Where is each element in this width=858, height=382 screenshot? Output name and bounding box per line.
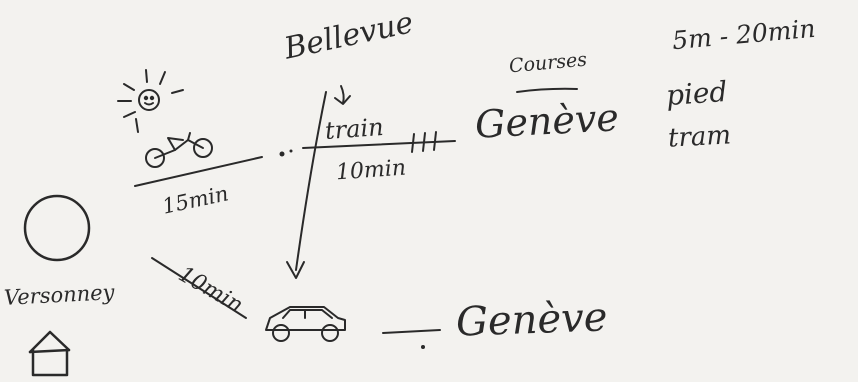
sun-icon bbox=[117, 69, 184, 133]
car-route-line bbox=[151, 257, 247, 319]
geneve-bottom-label: Genève bbox=[455, 294, 609, 346]
pied-label: pied bbox=[664, 74, 729, 113]
tram-label: tram bbox=[667, 120, 732, 154]
geneve-top-label: Genève bbox=[473, 95, 620, 147]
circle-icon bbox=[23, 194, 91, 262]
courses-underline bbox=[516, 87, 578, 93]
car-to-geneve-dash bbox=[382, 329, 441, 334]
bike-route-line bbox=[134, 156, 263, 187]
dash-dot bbox=[421, 345, 425, 349]
bike-icon bbox=[145, 132, 213, 168]
car-icon bbox=[265, 306, 346, 342]
arrow-down-icon bbox=[334, 85, 351, 105]
vertical-route-arrow bbox=[286, 91, 327, 279]
house-icon bbox=[28, 330, 71, 377]
train-time-label: 10min bbox=[335, 155, 407, 186]
train-label: train bbox=[324, 112, 385, 146]
junction-dots bbox=[279, 149, 293, 157]
train-route-line bbox=[302, 131, 456, 153]
versonney-label: Versonney bbox=[3, 280, 115, 310]
